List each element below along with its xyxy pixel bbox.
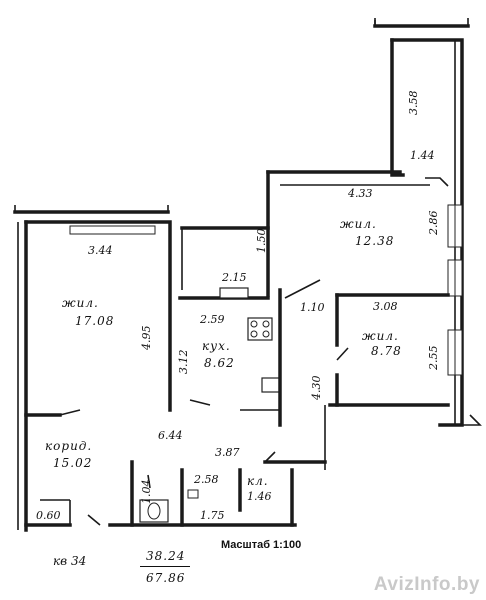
burner-4 — [262, 330, 270, 338]
dim-2-15: 2.15 — [222, 271, 247, 284]
corridor-name: корид. — [45, 439, 93, 453]
room-1708-name: жил. — [62, 296, 99, 310]
dim-3-12: 3.12 — [177, 349, 190, 375]
dim-2-55: 2.55 — [427, 345, 440, 371]
closet-name: кл. — [247, 474, 269, 488]
dim-4-33: 4.33 — [348, 187, 373, 200]
area-living: 38.24 — [146, 549, 186, 563]
wall-balcony-left — [390, 38, 405, 177]
wall-room-1708 — [24, 220, 172, 412]
dim-0-60: 0.60 — [36, 509, 61, 522]
area-fraction-line — [140, 566, 190, 567]
dim-3-58: 3.58 — [407, 90, 420, 116]
door-878 — [336, 347, 349, 361]
scale-label: Масштаб 1:100 — [221, 539, 302, 551]
apartment-number: кв 34 — [53, 554, 87, 568]
dim-2-58: 2.58 — [194, 473, 219, 486]
wall-corner-tick — [440, 414, 482, 426]
room-1708-area: 17.08 — [75, 314, 115, 328]
burner-2 — [262, 320, 270, 328]
kitchen-area: 8.62 — [204, 356, 235, 370]
entrance-door — [87, 514, 101, 526]
room-878-name: жил. — [362, 329, 399, 343]
door-swing-1238 — [425, 177, 449, 187]
sink-icon — [261, 377, 281, 393]
dim-1-46: 1.46 — [247, 490, 272, 503]
area-total: 67.86 — [146, 571, 186, 585]
bathtub-icon — [139, 499, 169, 523]
dim-4-30: 4.30 — [310, 375, 323, 401]
door-kitchen — [189, 399, 211, 406]
dim-3-87: 3.87 — [215, 446, 240, 459]
door-bath — [147, 474, 151, 489]
dim-6-44: 6.44 — [158, 429, 183, 442]
room-878-area: 8.78 — [371, 344, 402, 358]
kitchen-name: кух. — [202, 339, 231, 353]
dim-1-10: 1.10 — [300, 301, 325, 314]
dim-1-44: 1.44 — [410, 149, 435, 162]
vent-shaft — [219, 287, 249, 299]
door-1708 — [59, 409, 81, 416]
corridor-area: 15.02 — [53, 456, 93, 470]
dim-3-44: 3.44 — [88, 244, 113, 257]
burner-1 — [250, 320, 258, 328]
dim-3-08: 3.08 — [373, 300, 398, 313]
dim-2-59: 2.59 — [200, 313, 225, 326]
room-1238-name: жил. — [340, 217, 377, 231]
watermark-logo: AvizInfo.by — [373, 574, 480, 595]
stove-icon — [247, 317, 273, 341]
dim-1-50: 1.50 — [255, 228, 268, 254]
door-1238 — [284, 279, 321, 299]
dim-4-95: 4.95 — [140, 325, 153, 351]
dim-1-75: 1.75 — [200, 509, 225, 522]
bathtub-drain — [147, 502, 161, 520]
dim-1-04: 1.04 — [140, 479, 153, 505]
basin-icon — [187, 489, 199, 499]
dim-2-86: 2.86 — [427, 210, 440, 236]
door-closet — [264, 451, 276, 463]
window-top-left — [69, 225, 156, 235]
burner-3 — [250, 330, 258, 338]
room-1238-area: 12.38 — [355, 234, 395, 248]
